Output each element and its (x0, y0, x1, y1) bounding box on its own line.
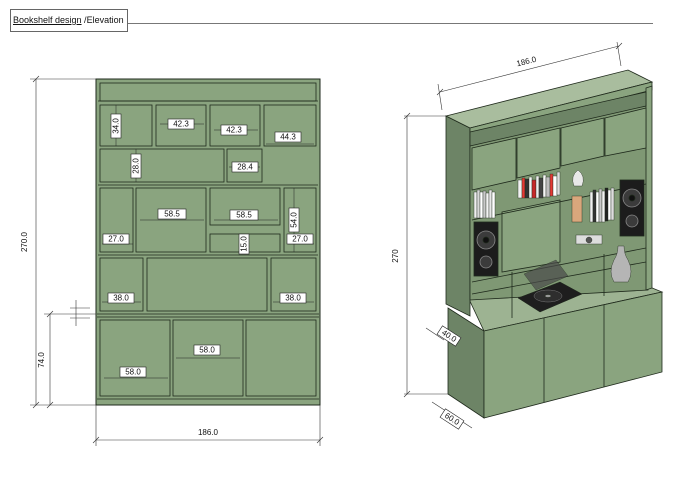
decor-objects (572, 169, 632, 283)
svg-text:58.5: 58.5 (164, 210, 180, 219)
middle-door (501, 199, 561, 273)
svg-text:27.0: 27.0 (108, 235, 124, 244)
title-block: Bookshelf design /Elevation (10, 9, 128, 32)
elevation-view: 270.0 74.0 186.0 34.0 42.3 42.3 44.3 28.… (20, 75, 324, 446)
upper-side (445, 115, 471, 317)
speaker (473, 221, 499, 277)
dim-label: 58.5 (157, 208, 187, 220)
dim-label: 42.3 (167, 118, 195, 130)
svg-text:58.5: 58.5 (236, 211, 252, 220)
dim-label: 28.4 (231, 161, 259, 173)
cabinet-frame (95, 78, 321, 406)
iso-dimension-lines (403, 41, 623, 429)
upper-door (604, 107, 647, 157)
iso-width-label: 186.0 (516, 55, 538, 69)
svg-text:58.0: 58.0 (199, 346, 215, 355)
overall-height-label: 270.0 (20, 231, 29, 252)
dim-label: 38.0 (107, 292, 135, 304)
dim-label: 58.5 (229, 209, 259, 221)
dim-label: 34.0 (110, 113, 122, 139)
dim-label: 58.0 (119, 366, 147, 378)
external-dimension-lines (30, 75, 324, 446)
svg-text:28.0: 28.0 (132, 158, 141, 174)
dim-label: 58.0 (193, 344, 221, 356)
open-shelf-top (469, 91, 647, 147)
upper-door (516, 127, 561, 179)
view-name: Elevation (86, 15, 124, 25)
svg-text:34.0: 34.0 (112, 118, 121, 134)
books (473, 171, 615, 223)
overall-width-label: 186.0 (198, 428, 219, 437)
svg-text:42.3: 42.3 (226, 126, 242, 135)
dim-label: 42.3 (220, 124, 248, 136)
dim-label: 54.0 (288, 207, 300, 233)
svg-text:42.3: 42.3 (173, 120, 189, 129)
internal-dimension-labels: 34.0 42.3 42.3 44.3 28.0 28.4 58.5 58.5 … (102, 113, 314, 378)
dim-label: 38.0 (279, 292, 307, 304)
dim-label: 27.0 (286, 233, 314, 245)
svg-text:44.3: 44.3 (280, 133, 296, 142)
dim-label: 15.0 (238, 233, 250, 255)
cabinet-panels (97, 82, 319, 400)
svg-text:58.0: 58.0 (125, 368, 141, 377)
dim-label: 60.0 (439, 408, 465, 430)
drawing-title: Bookshelf design (13, 15, 82, 25)
svg-text:54.0: 54.0 (290, 212, 299, 228)
iso-height-label: 270 (391, 249, 400, 263)
turntable (517, 259, 583, 313)
svg-text:27.0: 27.0 (292, 235, 308, 244)
isometric-view (444, 69, 664, 419)
title-underline (128, 23, 653, 24)
svg-text:28.4: 28.4 (237, 163, 253, 172)
svg-text:38.0: 38.0 (113, 294, 129, 303)
speaker (619, 179, 645, 237)
base-front (483, 291, 663, 419)
title-separator: / (81, 15, 87, 25)
svg-text:15.0: 15.0 (240, 236, 249, 252)
svg-text:38.0: 38.0 (285, 294, 301, 303)
dim-label: 28.0 (130, 153, 142, 179)
dim-label: 44.3 (274, 131, 302, 143)
upper-door (560, 117, 605, 167)
base-height-label: 74.0 (37, 352, 46, 368)
base-side (447, 307, 485, 419)
dim-label: 27.0 (102, 233, 130, 245)
upper-door (471, 137, 517, 191)
